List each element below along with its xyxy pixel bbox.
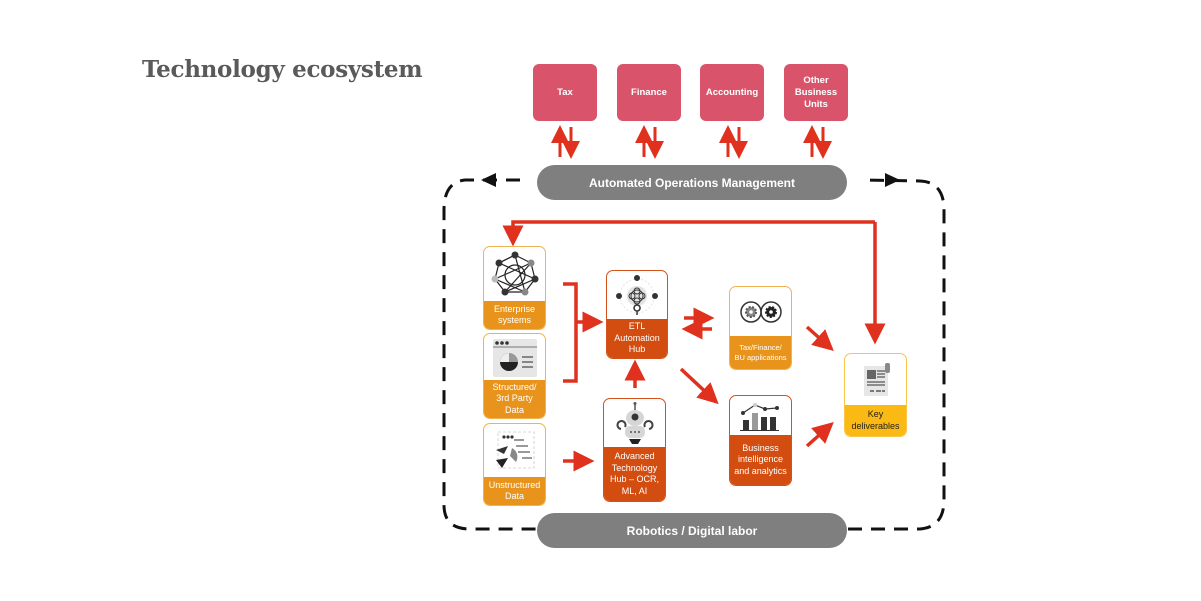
band-label: Robotics / Digital labor [626,523,758,538]
unit-label: Other Business Units [794,74,838,110]
card-label: Business intelligence and analytics [730,435,791,485]
card-label: Key deliverables [845,405,906,436]
unit-arrows [551,125,832,159]
card-label: Advanced Technology Hub – OCR, ML, AI [604,447,665,501]
scattered-document-icon [484,424,545,477]
robot-icon [604,399,665,449]
document-icon [845,354,906,406]
etl-to-bi-arrow [679,367,719,405]
network-icon [484,247,545,301]
gears-infinity-icon [730,287,791,337]
feedback-arrow [502,220,875,247]
automated-operations-band: Automated Operations Management [537,165,847,200]
card-key-deliverables: Key deliverables [844,353,907,437]
card-etl-automation-hub: ETL Automation Hub [606,270,668,359]
dashed-loop [848,178,946,531]
automation-hub-icon [607,271,667,321]
unit-label: Tax [557,86,573,98]
apps-to-deliverables-arrow [805,325,834,352]
unit-accounting: Accounting [700,64,764,121]
dashboard-icon [484,334,545,382]
unit-label: Finance [631,86,667,98]
robotics-band: Robotics / Digital labor [537,513,847,548]
dashed-loop [442,178,536,531]
card-label: Structured/ 3rd Party Data [484,380,545,418]
bar-line-chart-icon [730,396,791,436]
source-bracket [563,282,578,383]
card-advanced-technology-hub: Advanced Technology Hub – OCR, ML, AI [603,398,666,502]
card-enterprise-systems: Enterprise systems [483,246,546,330]
band-label: Automated Operations Management [588,175,796,190]
card-tax-finance-bu-applications: Tax/Finance/ BU applications [729,286,792,370]
unit-tax: Tax [533,64,597,121]
card-label: Unstructured Data [484,477,545,505]
loop-arrow-left-icon [481,173,496,187]
unit-finance: Finance [617,64,681,121]
card-label: Enterprise systems [484,301,545,329]
card-unstructured-data: Unstructured Data [483,423,546,506]
loop-arrow-right-icon [885,173,900,187]
unit-other-business-units: Other Business Units [784,64,848,121]
card-business-intelligence: Business intelligence and analytics [729,395,792,486]
page-title: Technology ecosystem [142,56,423,83]
card-structured-data: Structured/ 3rd Party Data [483,333,546,419]
card-label: ETL Automation Hub [607,319,667,358]
unit-label: Accounting [705,86,759,98]
bi-to-deliverables-arrow [805,421,834,448]
card-label: Tax/Finance/ BU applications [730,336,791,369]
